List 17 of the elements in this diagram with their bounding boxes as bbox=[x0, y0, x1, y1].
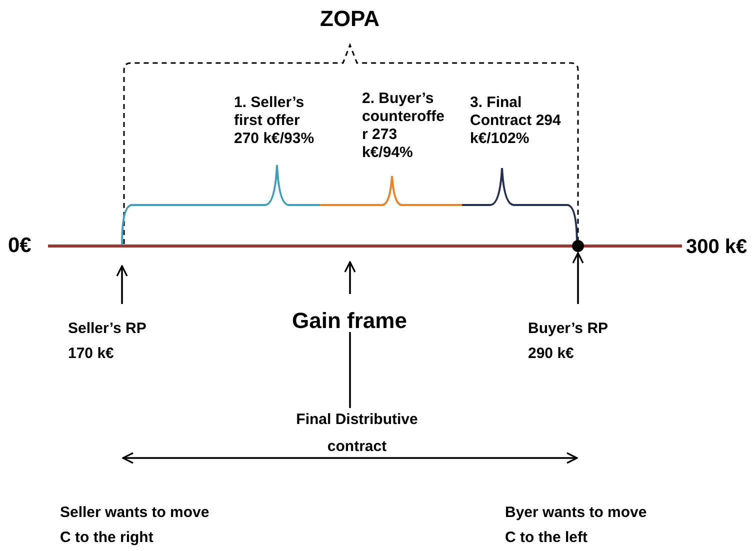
note-text: Byer wants to move C to the left bbox=[505, 503, 648, 548]
offer-label: 2. Buyer’s counteroffe r 273 k€/94% bbox=[362, 90, 446, 162]
offer-label: 3. Final Contract 294 k€/102% bbox=[470, 94, 562, 148]
arrow bbox=[344, 261, 356, 294]
note-text: Seller wants to move C to the right bbox=[60, 503, 210, 548]
arrow bbox=[116, 265, 128, 304]
node-text: Gain frame bbox=[292, 306, 407, 336]
reservation-point-dot bbox=[572, 240, 584, 252]
title: ZOPA bbox=[320, 6, 380, 32]
axis-start-label: 0€ bbox=[8, 233, 32, 259]
node-text: Final Distributive contract bbox=[282, 406, 432, 460]
node-text: Buyer’s RP 290 k€ bbox=[528, 316, 623, 366]
connector-line bbox=[349, 332, 351, 408]
axis-end-label: 300 k€ bbox=[686, 235, 748, 260]
arrow bbox=[572, 252, 584, 304]
offer-label: 1. Seller’s first offer 270 k€/93% bbox=[234, 94, 316, 148]
node-text: Seller’s RP 170 k€ bbox=[68, 316, 163, 366]
